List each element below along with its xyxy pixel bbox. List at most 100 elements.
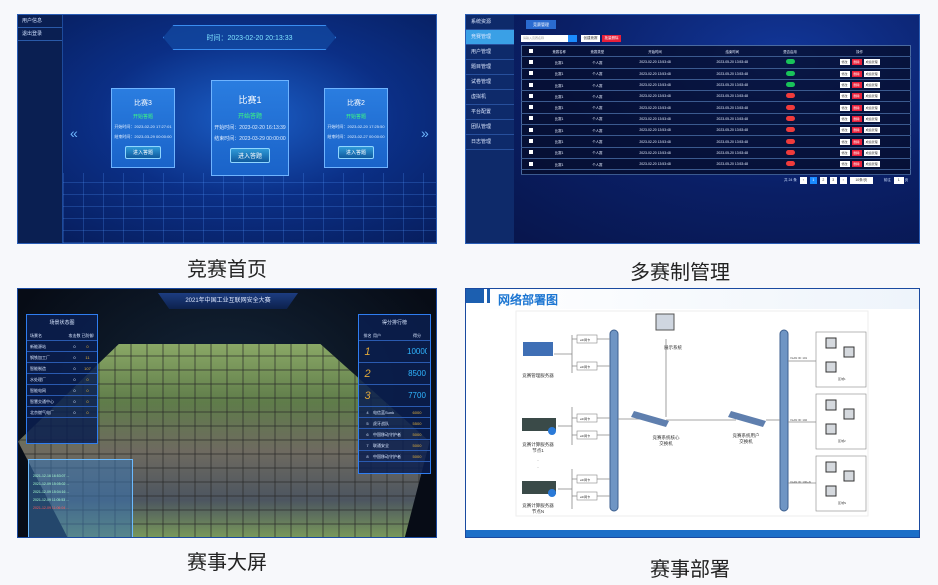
score-management-button[interactable]: 成绩管理: [863, 115, 880, 122]
score-management-button[interactable]: 成绩管理: [863, 161, 880, 168]
sidebar-item[interactable]: 竞赛管理: [466, 30, 514, 45]
next-arrow[interactable]: »: [421, 125, 429, 141]
enabled-toggle[interactable]: [785, 82, 795, 88]
edit-button[interactable]: 修改: [839, 93, 850, 100]
enabled-toggle[interactable]: [785, 104, 795, 110]
sidebar-item[interactable]: 系统资源: [466, 15, 514, 30]
edit-button[interactable]: 修改: [839, 127, 850, 134]
card-status: 开始答题: [132, 114, 153, 120]
cell: 钢铁加工厂: [30, 355, 50, 360]
delete-button[interactable]: 删除: [851, 138, 862, 145]
page-size-select[interactable]: 10条/页: [849, 177, 873, 184]
sidebar-item[interactable]: 试卷管理: [466, 75, 514, 90]
sidebar-item[interactable]: 平台配置: [466, 105, 514, 120]
sidebar-item[interactable]: 虚拟机: [466, 90, 514, 105]
panel-title: 场景状态图: [49, 320, 75, 326]
cell-type: 个人赛: [578, 147, 617, 159]
enabled-toggle[interactable]: [785, 127, 795, 133]
sidebar-item[interactable]: 团队管理: [466, 120, 514, 135]
page-1[interactable]: 1: [809, 177, 817, 184]
row-checkbox[interactable]: [521, 101, 540, 114]
cell-type: 个人赛: [578, 124, 617, 137]
page-3[interactable]: 3: [829, 177, 837, 184]
row-checkbox[interactable]: [521, 113, 540, 126]
delete-button[interactable]: 删除: [851, 93, 862, 100]
select-all-checkbox[interactable]: [521, 45, 540, 58]
batch-delete-button[interactable]: 批量删除: [602, 35, 621, 42]
delete-button[interactable]: 删除: [851, 82, 862, 89]
sidebar-item[interactable]: 用户管理: [466, 45, 514, 60]
score-management-button[interactable]: 成绩管理: [863, 70, 880, 77]
edit-button[interactable]: 修改: [839, 104, 850, 111]
delete-button[interactable]: 删除: [851, 104, 862, 111]
edit-button[interactable]: 修改: [839, 70, 850, 77]
score-management-button[interactable]: 成绩管理: [863, 138, 880, 145]
score-management-button[interactable]: 成绩管理: [863, 93, 880, 100]
rank-number: 3: [364, 390, 371, 402]
edit-button[interactable]: 修改: [839, 161, 850, 168]
enabled-toggle[interactable]: [785, 93, 795, 99]
score-management-button[interactable]: 成绩管理: [863, 82, 880, 89]
cell-name: 比赛1: [540, 135, 579, 148]
search-input[interactable]: 请输入竞赛名称: [521, 35, 568, 42]
prev-arrow[interactable]: «: [70, 125, 78, 141]
score-management-button[interactable]: 成绩管理: [863, 127, 880, 134]
delete-button[interactable]: 删除: [851, 115, 862, 122]
edit-button[interactable]: 修改: [839, 138, 850, 145]
search-button[interactable]: [568, 35, 577, 42]
edit-button[interactable]: 修改: [839, 82, 850, 89]
enabled-toggle[interactable]: [785, 161, 795, 167]
cell-end: 2023-05-20 13:53:48: [693, 68, 771, 80]
column-header: 结束时间: [693, 45, 771, 58]
sidebar-item[interactable]: 题目管理: [466, 60, 514, 75]
time-banner: 时间：2023-02-20 20:13:33: [163, 25, 336, 50]
enabled-toggle[interactable]: [785, 149, 795, 155]
enter-button[interactable]: 进入答题: [337, 146, 374, 159]
enabled-toggle[interactable]: [785, 59, 795, 65]
sidebar-item[interactable]: 日志管理: [466, 135, 514, 150]
create-button[interactable]: 创建竞赛: [581, 35, 600, 42]
column-header: 竞赛类型: [578, 45, 617, 58]
delete-button[interactable]: 删除: [851, 70, 862, 77]
enabled-toggle[interactable]: [785, 138, 795, 144]
prev-page[interactable]: ‹: [799, 177, 807, 184]
delete-button[interactable]: 删除: [851, 161, 862, 168]
enabled-toggle[interactable]: [785, 70, 795, 76]
score: 7700: [408, 391, 426, 400]
cell-name: 比赛1: [540, 79, 579, 92]
score-management-button[interactable]: 成绩管理: [863, 104, 880, 111]
edit-button[interactable]: 修改: [839, 115, 850, 122]
edit-button[interactable]: 修改: [839, 149, 850, 156]
score-management-button[interactable]: 成绩管理: [863, 59, 880, 66]
next-page[interactable]: ›: [839, 177, 847, 184]
column-header: 是否启用: [770, 45, 810, 58]
sidebar-item-logout[interactable]: 退出登录: [18, 28, 62, 41]
cell-start: 2023-02-20 13:53:48: [616, 101, 694, 114]
cell: 智能制造: [30, 366, 46, 371]
enabled-toggle[interactable]: [785, 115, 795, 121]
score-management-button[interactable]: 成绩管理: [863, 149, 880, 156]
delete-button[interactable]: 删除: [851, 127, 862, 134]
sidebar-item-user-info[interactable]: 用户信息: [18, 15, 62, 28]
row-checkbox[interactable]: [521, 158, 540, 171]
delete-button[interactable]: 删除: [851, 149, 862, 156]
row-checkbox[interactable]: [521, 90, 540, 103]
row-checkbox[interactable]: [521, 135, 540, 148]
row-checkbox[interactable]: [521, 124, 540, 137]
enter-button[interactable]: 进入答题: [124, 146, 161, 159]
node-label: 展示系统: [664, 344, 682, 351]
enter-button[interactable]: 进入答题: [229, 148, 270, 163]
tab-competition-management[interactable]: 竞赛管理: [526, 20, 556, 29]
cell-end: 2023-05-20 13:53:48: [693, 56, 771, 69]
delete-button[interactable]: 删除: [851, 59, 862, 66]
row-checkbox[interactable]: [521, 68, 540, 80]
card-end: 结束时间：2023-03-29 00:00:00: [114, 134, 172, 139]
page-2[interactable]: 2: [819, 177, 827, 184]
cell: 5000: [412, 454, 422, 459]
row-checkbox[interactable]: [521, 56, 540, 69]
row-checkbox[interactable]: [521, 79, 540, 92]
edit-button[interactable]: 修改: [839, 59, 850, 66]
row-checkbox[interactable]: [521, 147, 540, 159]
goto-input[interactable]: 1: [893, 177, 904, 184]
